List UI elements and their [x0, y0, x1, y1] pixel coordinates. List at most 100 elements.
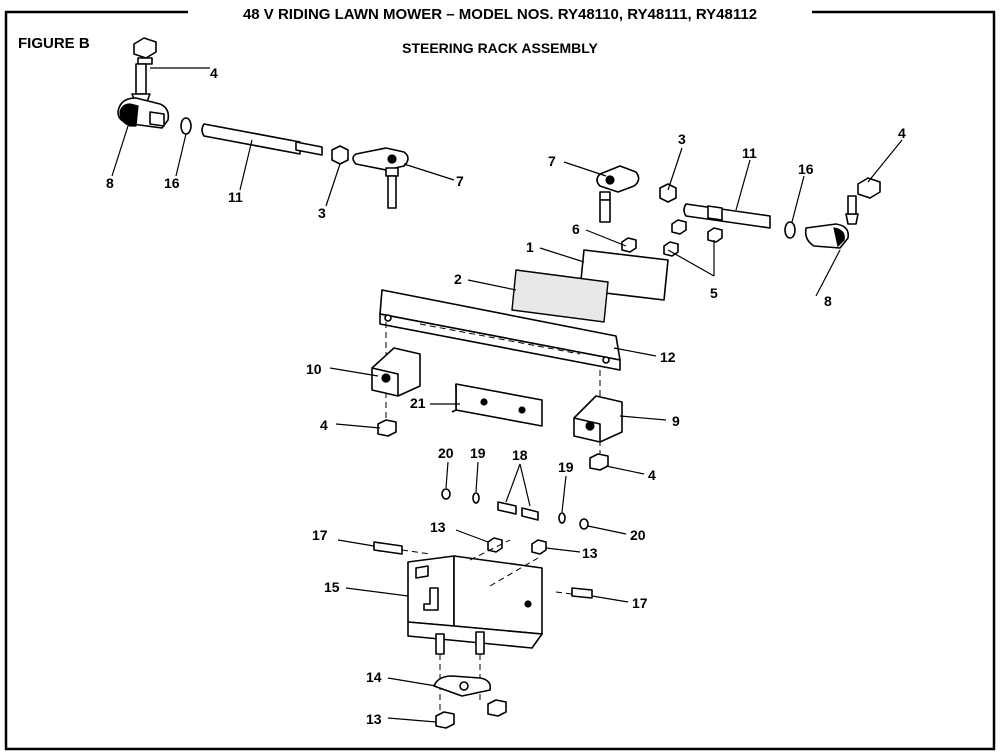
leader-6 [585, 229, 627, 247]
leader-1 [539, 247, 585, 263]
callout-16-right: 16 [798, 161, 814, 177]
pin-part-18-left [497, 501, 517, 515]
bracket-15-dash-a [469, 539, 511, 561]
callout-13-upper-right: 13 [582, 545, 598, 561]
rod-end-neck [149, 111, 165, 127]
plate-21-hole-a [480, 398, 488, 406]
nut-part-6 [621, 237, 637, 253]
nut-washer [137, 57, 153, 65]
callout-4-top-right: 4 [898, 125, 906, 141]
leader-14 [387, 677, 437, 687]
callout-11-left: 11 [228, 189, 243, 205]
nut-part-4-bracket-9 [589, 453, 609, 471]
leader-19-left [475, 461, 479, 493]
bolt-part-5c [707, 227, 723, 243]
rack-hole-left [384, 314, 392, 322]
leader-8-left [111, 125, 129, 177]
bracket-part-9 [573, 395, 623, 443]
callout-1: 1 [526, 239, 534, 255]
callout-19-left: 19 [470, 445, 486, 461]
bolt-part-5b [671, 219, 687, 235]
leader-7-right [563, 161, 607, 177]
washer-part-16-right [784, 221, 796, 239]
steering-rack-part-12 [379, 289, 621, 371]
callout-14: 14 [366, 669, 382, 685]
callout-2: 2 [454, 271, 462, 287]
bolt-17-alignment [401, 549, 431, 555]
bracket-10-hole [381, 373, 391, 383]
washer-part-16 [180, 117, 192, 135]
nut-part-13-lower-left [435, 711, 455, 729]
leader-7-left [403, 163, 455, 181]
leader-17-right [591, 595, 629, 603]
leader-5a [667, 249, 715, 277]
figure-label: FIGURE B [18, 35, 90, 52]
leader-13-upper-left [455, 529, 489, 543]
leader-20-right [587, 525, 627, 535]
callout-4-mid-left: 4 [320, 417, 328, 433]
pinion-plate-hole [459, 681, 469, 691]
rod-end-stud-right [599, 199, 611, 223]
leader-4-mid-right [605, 465, 645, 475]
leader-16-left [175, 133, 187, 177]
right-tie-rod-assembly [596, 165, 881, 257]
rod-end-shading-right [833, 227, 845, 248]
leader-18b [519, 463, 531, 507]
leader-18a [505, 463, 521, 503]
leader-12 [613, 347, 657, 357]
callout-12: 12 [660, 349, 676, 365]
bracket-15-bottom [407, 621, 543, 649]
ball-joint-collar-right [845, 213, 859, 225]
callout-17-right: 17 [632, 595, 648, 611]
rod-end-bolt-hole [387, 154, 397, 164]
nut-part-13-upper-right [531, 539, 547, 555]
callout-8-left: 8 [106, 175, 114, 191]
washer-part-20-right [579, 518, 589, 530]
tie-rod-thread [295, 141, 323, 156]
callout-13-lower: 13 [366, 711, 382, 727]
leader-11-right [735, 159, 751, 211]
left-tie-rod-assembly [117, 37, 409, 209]
rod-end-bolt-hole-right [605, 175, 615, 185]
leader-17-left [337, 539, 375, 547]
leader-9 [619, 415, 667, 421]
callout-15: 15 [324, 579, 340, 595]
rod-end-stud [387, 175, 397, 209]
bolt-part-17-right [571, 587, 593, 599]
leader-lines [111, 67, 903, 723]
nut-part-4-bracket [377, 419, 397, 437]
plate-part-21 [455, 383, 543, 427]
tie-rod-thread-right [707, 205, 723, 221]
plate-21-hole-b [518, 406, 526, 414]
callout-11-right: 11 [742, 145, 757, 161]
bolt-part-5a [663, 241, 679, 257]
callout-8-right: 8 [824, 293, 832, 309]
bracket-9-hole [585, 421, 595, 431]
stud-right [475, 631, 485, 655]
leader-19-right [561, 475, 567, 513]
callout-7-right: 7 [548, 153, 556, 169]
callout-19-right: 19 [558, 459, 574, 475]
callout-18: 18 [512, 447, 528, 463]
callout-20-left: 20 [438, 445, 454, 461]
callout-labels: 4 8 16 11 3 7 7 3 11 16 4 6 5 1 2 8 12 1… [106, 65, 906, 727]
nut-part-4 [133, 37, 157, 59]
stud-left [435, 633, 445, 655]
pin-part-18-right [521, 507, 539, 521]
bracket-15-slot-b [423, 587, 439, 611]
bracket-part-10 [371, 347, 421, 397]
bracket-15-front-face [453, 555, 543, 635]
callout-13-upper-left: 13 [430, 519, 446, 535]
leader-3-right [667, 147, 683, 191]
plate-21-flange [451, 384, 457, 413]
rod-end-collar [385, 167, 399, 177]
bolt-part-17-left [373, 541, 403, 555]
leader-13-lower [387, 717, 437, 723]
leader-16-right [791, 175, 805, 223]
callout-4-mid-right: 4 [648, 467, 656, 483]
leader-13-upper-right [545, 547, 581, 553]
callout-16-left: 16 [164, 175, 180, 191]
rod-end-collar-right [599, 191, 611, 201]
mount-bracket-part-15 [407, 539, 543, 649]
decal-part-2 [511, 269, 609, 323]
